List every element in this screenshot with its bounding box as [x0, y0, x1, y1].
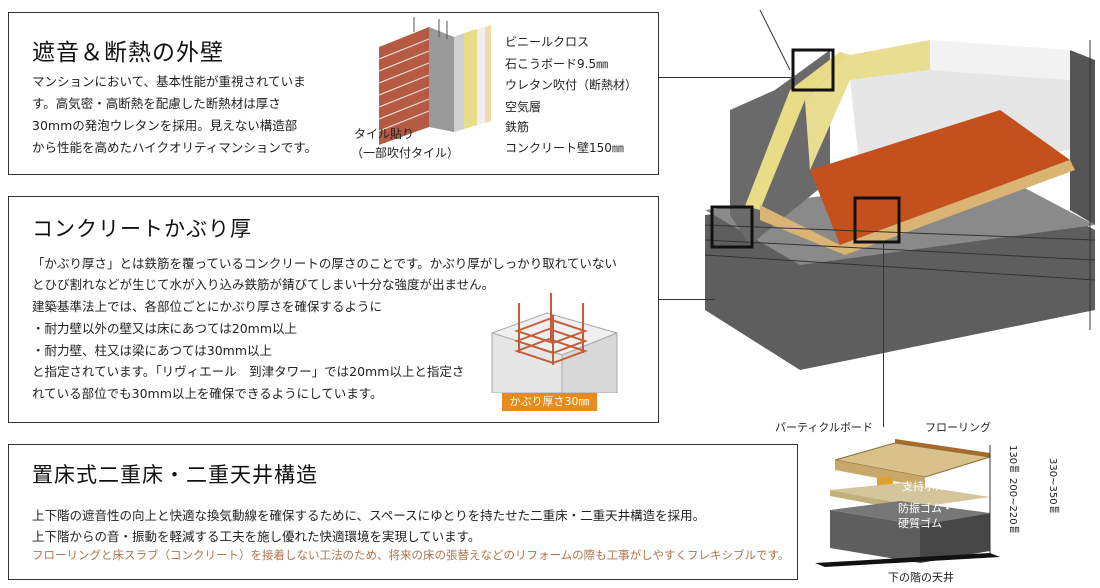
label-bolt: 支持ボルト — [902, 480, 957, 493]
label-concrete: コンクリート壁150㎜ — [505, 141, 624, 155]
floor-title: 置床式二重床・二重天井構造 — [32, 463, 318, 487]
floor-detail-illustration — [815, 439, 1000, 567]
label-dim-130: 130㎜ — [1007, 445, 1018, 475]
cover-badge: かぶり厚さ30㎜ — [502, 393, 597, 411]
wall-text-2: す。高気密・高断熱を配慮した断熱材は厚さ — [32, 96, 281, 111]
label-flooring: フローリング — [925, 421, 991, 434]
rebar-cover-illustration — [490, 293, 619, 393]
label-air: 空気層 — [505, 100, 542, 114]
connector-cover — [659, 299, 715, 300]
room-cross-section-illustration — [704, 10, 1096, 370]
cover-text-2: とひび割れなどが生じて水が入り込み鉄筋が錆びてしまい十分な強度が出ません。 — [32, 277, 495, 292]
label-rubber-2: 硬質ゴム — [898, 517, 942, 530]
label-lower-ceiling: 下の階の天井 — [888, 571, 954, 584]
label-vinyl: ビニールクロス — [505, 35, 590, 49]
wall-panel: 遮音＆断熱の外壁 マンションにおいて、基本性能が重視されていま す。高気密・高断… — [8, 12, 659, 175]
wall-text-3: 30mmの発泡ウレタンを採用。見えない構造部 — [32, 118, 298, 133]
floor-note: フローリングと床スラブ（コンクリート）を接着しない工法のため、将来の床の張替えな… — [32, 548, 790, 562]
connector-wall — [659, 77, 794, 78]
label-tile: タイル貼り — [354, 127, 415, 141]
cover-text-7: れている部位でも30mm以上を確保できるようにしています。 — [32, 386, 383, 401]
wall-title: 遮音＆断熱の外壁 — [32, 40, 224, 66]
label-tile-note: （一部吹付タイル） — [351, 146, 460, 160]
wall-section-illustration — [378, 17, 491, 145]
cover-text-6: と指定されています。「リヴィエール 到津タワー」では20mm以上と指定さ — [32, 364, 465, 379]
floor-text-1: 上下階の遮音性の向上と快適な換気動線を確保するために、スペースにゆとりを持たせた… — [32, 508, 706, 523]
label-rebar: 鉄筋 — [505, 120, 530, 134]
label-particle-board: パーティクルボード — [775, 421, 874, 434]
cover-text-1: 「かぶり厚さ」とは鉄筋を覆っているコンクリートの厚さのことです。かぶり厚がしっか… — [32, 256, 617, 271]
label-gypsum: 石こうボード9.5㎜ — [505, 57, 609, 71]
label-dim-330: 330~350㎜ — [1047, 458, 1058, 515]
connector-floor — [883, 242, 884, 427]
cover-text-3: 建築基準法上では、各部位ごとにかぶり厚さを確保するように — [32, 299, 383, 314]
wall-text-1: マンションにおいて、基本性能が重視されていま — [32, 74, 306, 89]
label-dim-200: 200~220㎜ — [1007, 478, 1018, 535]
label-rubber-1: 防振ゴム・ — [898, 502, 953, 515]
cover-text-5: ・耐力壁、柱又は梁にあつては30mm以上 — [32, 343, 273, 358]
floor-text-2: 上下階からの音・振動を軽減する工夫を施し優れた快適環境を実現しています。 — [32, 529, 481, 544]
wall-text-4: から性能を高めたハイクオリティマンションです。 — [32, 140, 318, 155]
cover-panel: コンクリートかぶり厚 「かぶり厚さ」とは鉄筋を覆っているコンクリートの厚さのこと… — [8, 196, 659, 423]
floor-panel: 置床式二重床・二重天井構造 上下階の遮音性の向上と快適な換気動線を確保するために… — [8, 444, 798, 580]
cover-title: コンクリートかぶり厚 — [32, 217, 252, 241]
label-urethane: ウレタン吹付（断熱材） — [505, 78, 638, 92]
cover-text-4: ・耐力壁以外の壁又は床にあつては20mm以上 — [32, 321, 298, 336]
